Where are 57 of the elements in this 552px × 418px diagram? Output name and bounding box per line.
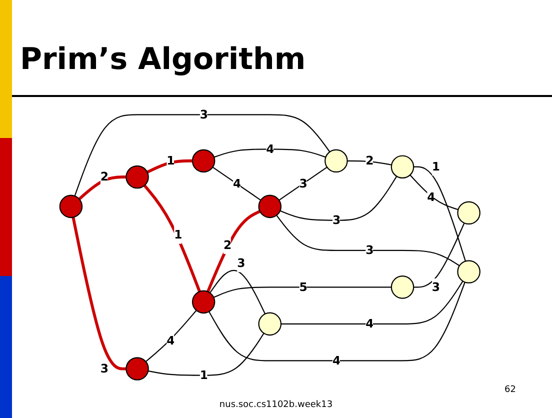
connector xyxy=(281,280,464,324)
connector xyxy=(208,282,466,362)
edge-label: 5 xyxy=(299,280,308,294)
connector xyxy=(280,176,398,221)
connector xyxy=(148,332,264,376)
node-circle xyxy=(457,260,481,284)
slide-title: Prim’s Algorithm xyxy=(20,42,306,77)
node-circle xyxy=(258,312,282,336)
connector xyxy=(414,166,466,262)
edge-label: 3 xyxy=(299,176,308,190)
connector xyxy=(410,174,458,210)
connector xyxy=(210,270,266,314)
edge-label: 4 xyxy=(166,334,175,348)
edge-label: 4 xyxy=(366,316,374,331)
edge-label: 3 xyxy=(366,243,374,258)
edge-label: 3 xyxy=(432,280,440,294)
footer-text: nus.soc.cs1102b.week13 xyxy=(218,400,334,410)
connector xyxy=(74,114,330,196)
connector xyxy=(146,310,197,362)
node-circle xyxy=(390,276,414,299)
connector xyxy=(72,217,126,370)
node-circle xyxy=(324,149,348,173)
edge-label: 1 xyxy=(200,368,208,382)
connector xyxy=(278,166,328,201)
connector xyxy=(78,176,126,200)
connector xyxy=(206,210,261,292)
connector xyxy=(347,160,392,166)
edge-label: 3 xyxy=(200,107,208,122)
node-circle xyxy=(126,357,150,380)
connector xyxy=(146,159,193,174)
node-circle xyxy=(192,149,216,173)
page-number: 62 xyxy=(504,385,516,395)
connector xyxy=(143,184,202,292)
edge-label: 3 xyxy=(100,361,109,376)
edge-label: 4 xyxy=(332,353,341,368)
edge-label: 4 xyxy=(233,176,242,190)
node-circle xyxy=(126,165,150,189)
edge-label: 2 xyxy=(100,170,109,184)
edge-label: 2 xyxy=(366,154,374,168)
edge-label: 1 xyxy=(174,228,182,242)
connector xyxy=(414,222,465,288)
connector xyxy=(212,166,262,201)
edge-label: 3 xyxy=(237,256,246,270)
edge-label: 3 xyxy=(332,212,341,227)
edge-label: 4 xyxy=(266,142,274,156)
edge-label: 4 xyxy=(427,190,436,204)
node-circle xyxy=(390,155,414,178)
connector xyxy=(214,148,326,158)
node-circle xyxy=(457,201,481,225)
edge-label: 2 xyxy=(224,238,232,252)
edge-label: 1 xyxy=(432,160,440,174)
node-circle xyxy=(59,194,83,218)
edge-label: 1 xyxy=(166,154,175,168)
connector xyxy=(214,286,392,298)
node-circle xyxy=(192,290,216,314)
connector xyxy=(276,214,460,266)
node-circle xyxy=(258,194,282,218)
